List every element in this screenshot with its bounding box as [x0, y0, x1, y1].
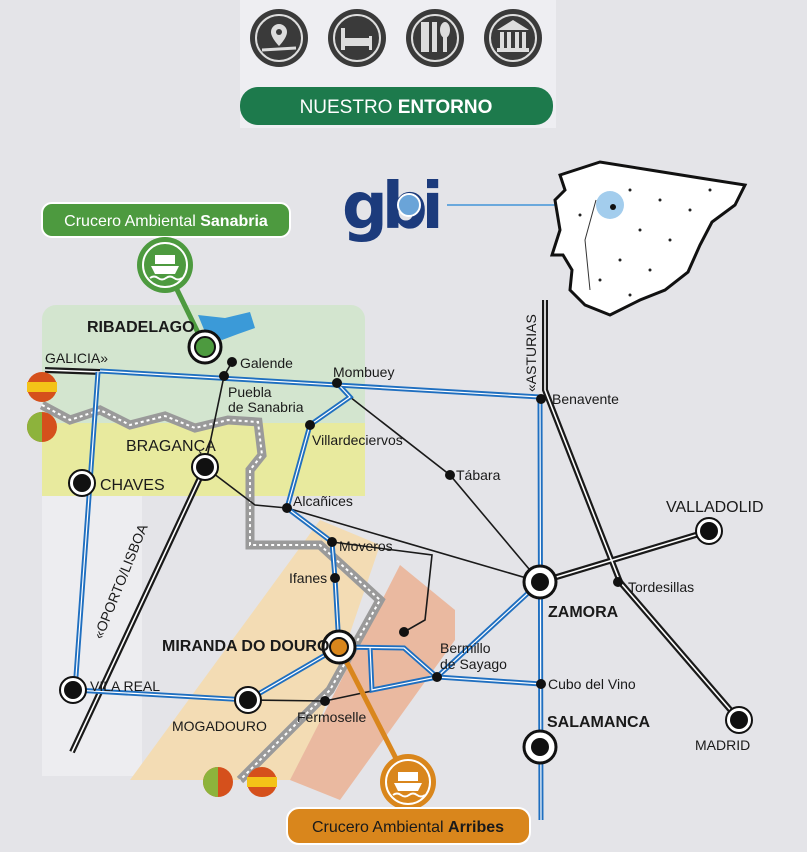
- label-mombuey: Mombuey: [333, 364, 394, 380]
- marker-valladolid: [695, 517, 723, 545]
- label-zamora: ZAMORA: [548, 604, 619, 621]
- label-tordesillas: Tordesillas: [628, 579, 694, 595]
- label-braganca: BRAGANÇA: [126, 438, 216, 455]
- boat-icon[interactable]: [380, 754, 436, 810]
- label-madrid: MADRID: [695, 737, 750, 753]
- label-ribadelago: RIBADELAGO: [87, 319, 195, 336]
- sanabria-cruise-label[interactable]: Crucero Ambiental Sanabria: [41, 202, 291, 238]
- arribes-cruise-label[interactable]: Crucero Ambiental Arribes: [286, 807, 531, 845]
- svg-text:NUESTRO ENTORNO: NUESTRO ENTORNO: [300, 97, 493, 118]
- marker-braganca: [191, 453, 219, 481]
- label-galende: Galende: [240, 355, 293, 371]
- spain-locator-map: [549, 160, 748, 317]
- label-asturias: «ASTURIAS: [523, 314, 539, 392]
- boat-icon[interactable]: [137, 237, 193, 293]
- marker-ribadelago: [187, 329, 223, 365]
- portugal-flag-icon: [203, 767, 233, 797]
- label-benavente: Benavente: [552, 391, 619, 407]
- label-valladolid: VALLADOLID: [666, 499, 764, 516]
- label-moveros: Moveros: [339, 538, 393, 554]
- svg-text:Crucero Ambiental Arribes: Crucero Ambiental Arribes: [312, 819, 504, 836]
- svg-text:Crucero Ambiental Sanabria: Crucero Ambiental Sanabria: [64, 213, 268, 230]
- zone-peach: [130, 520, 380, 780]
- label-bermillo-1: Bermillo: [440, 640, 491, 656]
- label-vilareal: VILA REAL: [90, 678, 160, 694]
- motorways-black: [44, 300, 742, 754]
- marker-mogadouro: [234, 686, 262, 714]
- label-galicia: GALICIA»: [45, 350, 108, 366]
- label-puebla-1: Puebla: [228, 384, 272, 400]
- marker-chaves: [68, 469, 96, 497]
- marker-salamanca: [522, 729, 558, 765]
- label-ifanes: Ifanes: [289, 570, 327, 586]
- marker-miranda: [321, 629, 357, 665]
- museum-icon[interactable]: [484, 9, 542, 67]
- bed-icon[interactable]: [328, 9, 386, 67]
- label-mogadouro: MOGADOURO: [172, 718, 267, 734]
- label-villardeciervos: Villardeciervos: [312, 432, 403, 448]
- gbi-logo: gbi: [342, 170, 610, 244]
- label-bermillo-2: de Sayago: [440, 656, 507, 672]
- label-chaves: CHAVES: [100, 477, 165, 494]
- label-puebla-2: de Sanabria: [228, 399, 304, 415]
- marker-madrid: [725, 706, 753, 734]
- section-title-banner: NUESTRO ENTORNO: [240, 87, 553, 125]
- marker-zamora: [522, 564, 558, 600]
- label-salamanca: SALAMANCA: [547, 714, 651, 731]
- label-cubo: Cubo del Vino: [548, 676, 636, 692]
- location-pin-icon[interactable]: [250, 9, 308, 67]
- spain-flag-icon: [247, 767, 277, 797]
- city-markers: [59, 329, 753, 765]
- marker-vilareal: [59, 676, 87, 704]
- portugal-flag-icon: [27, 412, 57, 442]
- spain-flag-icon: [27, 372, 57, 402]
- label-alcanices: Alcañices: [293, 493, 353, 509]
- label-tabara: Tábara: [456, 467, 501, 483]
- svg-text:gbi: gbi: [342, 170, 439, 244]
- town-dots: [219, 357, 623, 706]
- label-miranda: MIRANDA DO DOURO: [162, 638, 329, 655]
- label-fermoselle: Fermoselle: [297, 709, 366, 725]
- restaurant-icon[interactable]: [406, 9, 464, 67]
